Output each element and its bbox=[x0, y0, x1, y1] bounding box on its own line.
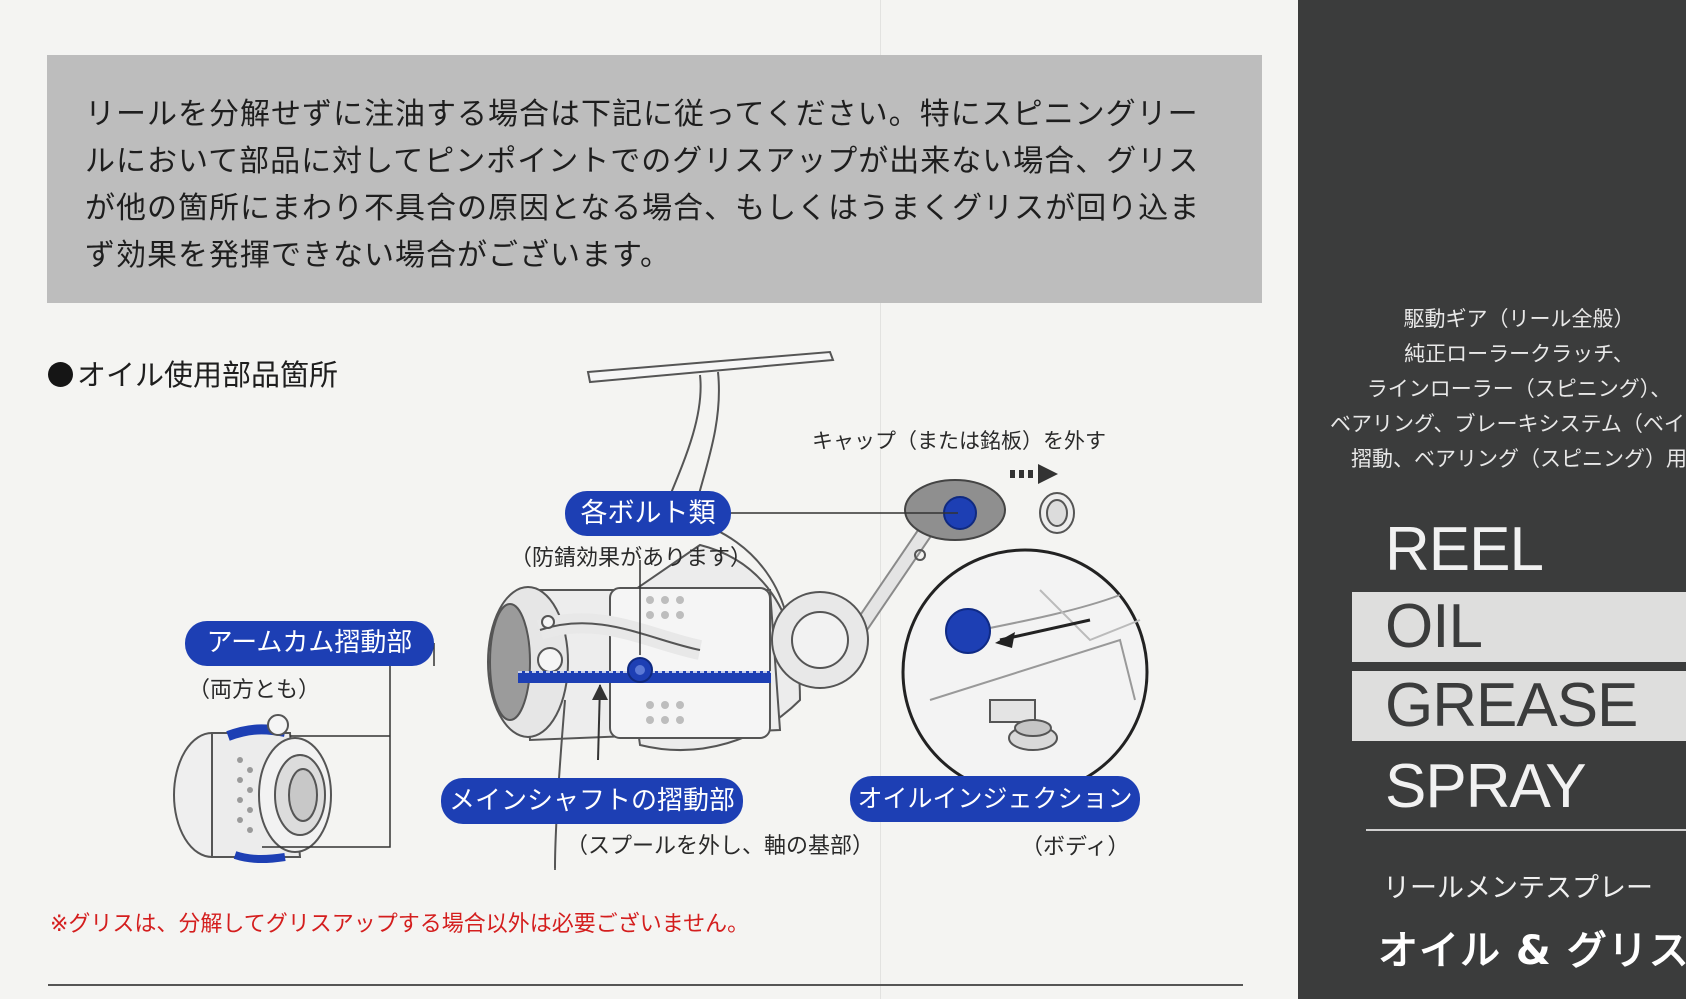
band-oil bbox=[1352, 592, 1686, 662]
note-bolts: （防錆効果があります） bbox=[510, 546, 753, 571]
label-main-shaft: メインシャフトの摺動部 bbox=[441, 778, 743, 824]
product-side-panel bbox=[1298, 0, 1686, 999]
product-subtitle: リールメンテスプレー bbox=[1383, 873, 1653, 904]
notice-box: リールを分解せずに注油する場合は下記に従ってください。特にスピニングリールにおい… bbox=[47, 55, 1262, 303]
product-brand: オイル & グリス bbox=[1378, 928, 1686, 974]
note-remove-cap: キャップ（または銘板）を外す bbox=[812, 429, 1106, 453]
note-main-shaft: （スプールを外し、軸の基部） bbox=[566, 834, 875, 859]
usage-line: ベアリング、ブレーキシステム（ベイト）用 bbox=[1330, 412, 1686, 436]
section-heading-text: オイル使用部品箇所 bbox=[77, 358, 339, 392]
label-oil-injection: オイルインジェクション bbox=[850, 776, 1140, 822]
label-bolts: 各ボルト類 bbox=[565, 491, 731, 536]
note-arm-cam: （両方とも） bbox=[188, 678, 321, 703]
label-arm-cam: アームカム摺動部 bbox=[185, 621, 434, 666]
usage-line: 純正ローラークラッチ、 bbox=[1404, 342, 1634, 366]
usage-line: 摺動、ベアリング（スピニング）用 bbox=[1351, 447, 1686, 471]
page-fold bbox=[880, 0, 881, 999]
note-oil-injection: （ボディ） bbox=[1021, 835, 1130, 860]
bullet-icon bbox=[48, 362, 73, 387]
bottom-rule bbox=[48, 984, 1243, 986]
word-oil: OIL bbox=[1385, 592, 1483, 661]
band-grease bbox=[1352, 671, 1686, 741]
leader-lines bbox=[262, 512, 958, 870]
usage-line: 駆動ギア（リール全般） bbox=[1403, 307, 1635, 331]
section-heading: オイル使用部品箇所 bbox=[48, 352, 338, 394]
usage-line: ラインローラー（スピニング）、 bbox=[1366, 377, 1672, 401]
word-spray: SPRAY bbox=[1385, 752, 1587, 821]
reel-diagram bbox=[173, 350, 1149, 870]
notice-text: リールを分解せずに注油する場合は下記に従ってください。特にスピニングリールにおい… bbox=[85, 97, 1201, 273]
word-grease: GREASE bbox=[1385, 671, 1638, 740]
usage-list: 駆動ギア（リール全般） 純正ローラークラッチ、 ラインローラー（スピニング）、 … bbox=[1330, 302, 1686, 477]
side-divider bbox=[1366, 829, 1686, 831]
footnote: ※グリスは、分解してグリスアップする場合以外は必要ございません。 bbox=[50, 912, 750, 937]
reel-illustration bbox=[173, 350, 1149, 869]
word-reel: REEL bbox=[1385, 515, 1544, 584]
